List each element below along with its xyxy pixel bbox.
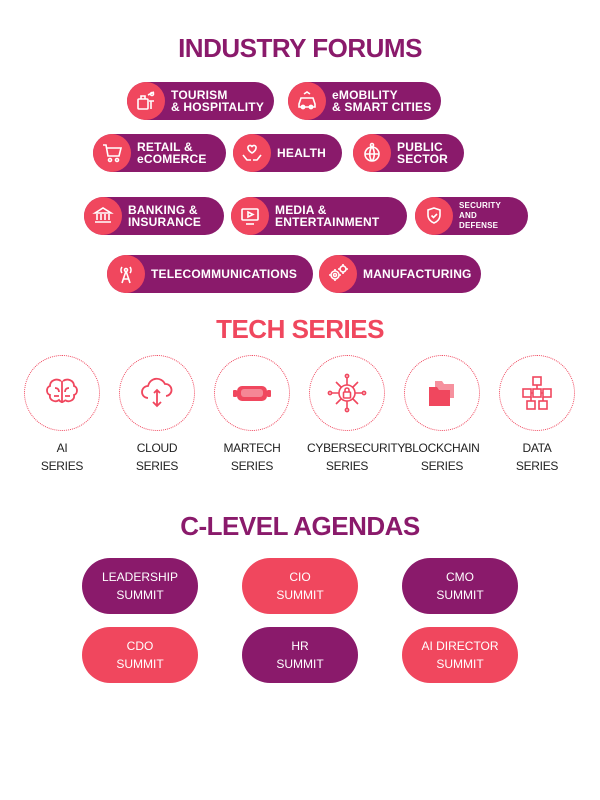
tech-label: AI SERIES [40,441,84,473]
cubes-icon [522,376,552,410]
forum-emobility-smart-cities[interactable]: eMOBILITY & SMART CITIES [288,82,441,120]
forum-telecommunications[interactable]: TELECOMMUNICATIONS [107,255,313,293]
antenna-icon [107,255,145,293]
forum-label: TOURISM & HOSPITALITY [171,88,265,114]
forum-public-sector[interactable]: PUBLIC SECTOR [353,134,464,172]
shield-people-icon [415,197,453,235]
tech-series-heading: TECH SERIES [216,314,384,344]
forum-label: RETAIL & eCOMERCE [137,140,207,166]
lock-network-icon [327,373,367,413]
forum-label: HEALTH [277,146,326,160]
tech-label: CYBERSECURITY SERIES [307,441,406,473]
summit-ai-director[interactable]: AI DIRECTOR SUMMIT [402,627,518,683]
tech-martech-series[interactable]: MARTECH SERIES [212,355,292,475]
tech-label: MARTECH SERIES [223,441,281,473]
public-sector-icon [353,134,391,172]
tourism-icon [127,82,165,120]
tech-data-series[interactable]: DATA SERIES [497,355,577,475]
shopping-cart-icon [93,134,131,172]
forum-manufacturing[interactable]: MANUFACTURING [319,255,481,293]
tech-label: CLOUD SERIES [135,441,179,473]
folders-icon [429,381,454,406]
forum-tourism-hospitality[interactable]: TOURISM & HOSPITALITY [127,82,274,120]
forum-banking-insurance[interactable]: BANKING & INSURANCE [84,197,224,235]
forum-label: SECURITY AND DEFENSE [459,201,501,230]
bank-icon [84,197,122,235]
tech-blockchain-series[interactable]: BLOCKCHAIN SERIES [402,355,482,475]
forum-retail-ecommerce[interactable]: RETAIL & eCOMERCE [93,134,226,172]
tech-cybersecurity-series[interactable]: CYBERSECURITY SERIES [307,355,406,475]
forum-label: MEDIA & ENTERTAINMENT [275,203,380,229]
vr-headset-icon [233,386,271,401]
summit-leadership[interactable]: LEADERSHIP SUMMIT [82,558,198,614]
cloud-icon [141,377,173,408]
summit-cmo[interactable]: CMO SUMMIT [402,558,518,614]
tech-cloud-series[interactable]: CLOUD SERIES [117,355,197,475]
summit-cdo[interactable]: CDO SUMMIT [82,627,198,683]
forum-label: PUBLIC SECTOR [397,140,448,166]
c-level-agendas-heading: C-LEVEL AGENDAS [180,511,420,541]
tech-label: DATA SERIES [515,441,559,473]
car-icon [288,82,326,120]
forum-label: TELECOMMUNICATIONS [151,267,298,281]
forum-media-entertainment[interactable]: MEDIA & ENTERTAINMENT [231,197,407,235]
tech-label: BLOCKCHAIN SERIES [404,441,480,473]
tech-ai-series[interactable]: AI SERIES [22,355,102,475]
industry-forums-heading: INDUSTRY FORUMS [178,33,422,63]
health-hands-icon [233,134,271,172]
summit-hr[interactable]: HR SUMMIT [242,627,358,683]
forum-label: MANUFACTURING [363,267,472,281]
brain-icon [46,378,78,403]
summit-cio[interactable]: CIO SUMMIT [242,558,358,614]
gears-icon [319,255,357,293]
media-icon [231,197,269,235]
forum-health[interactable]: HEALTH [233,134,342,172]
forum-security-defense[interactable]: SECURITY AND DEFENSE [415,197,528,235]
forum-label: eMOBILITY & SMART CITIES [332,88,432,114]
forum-label: BANKING & INSURANCE [128,203,202,229]
